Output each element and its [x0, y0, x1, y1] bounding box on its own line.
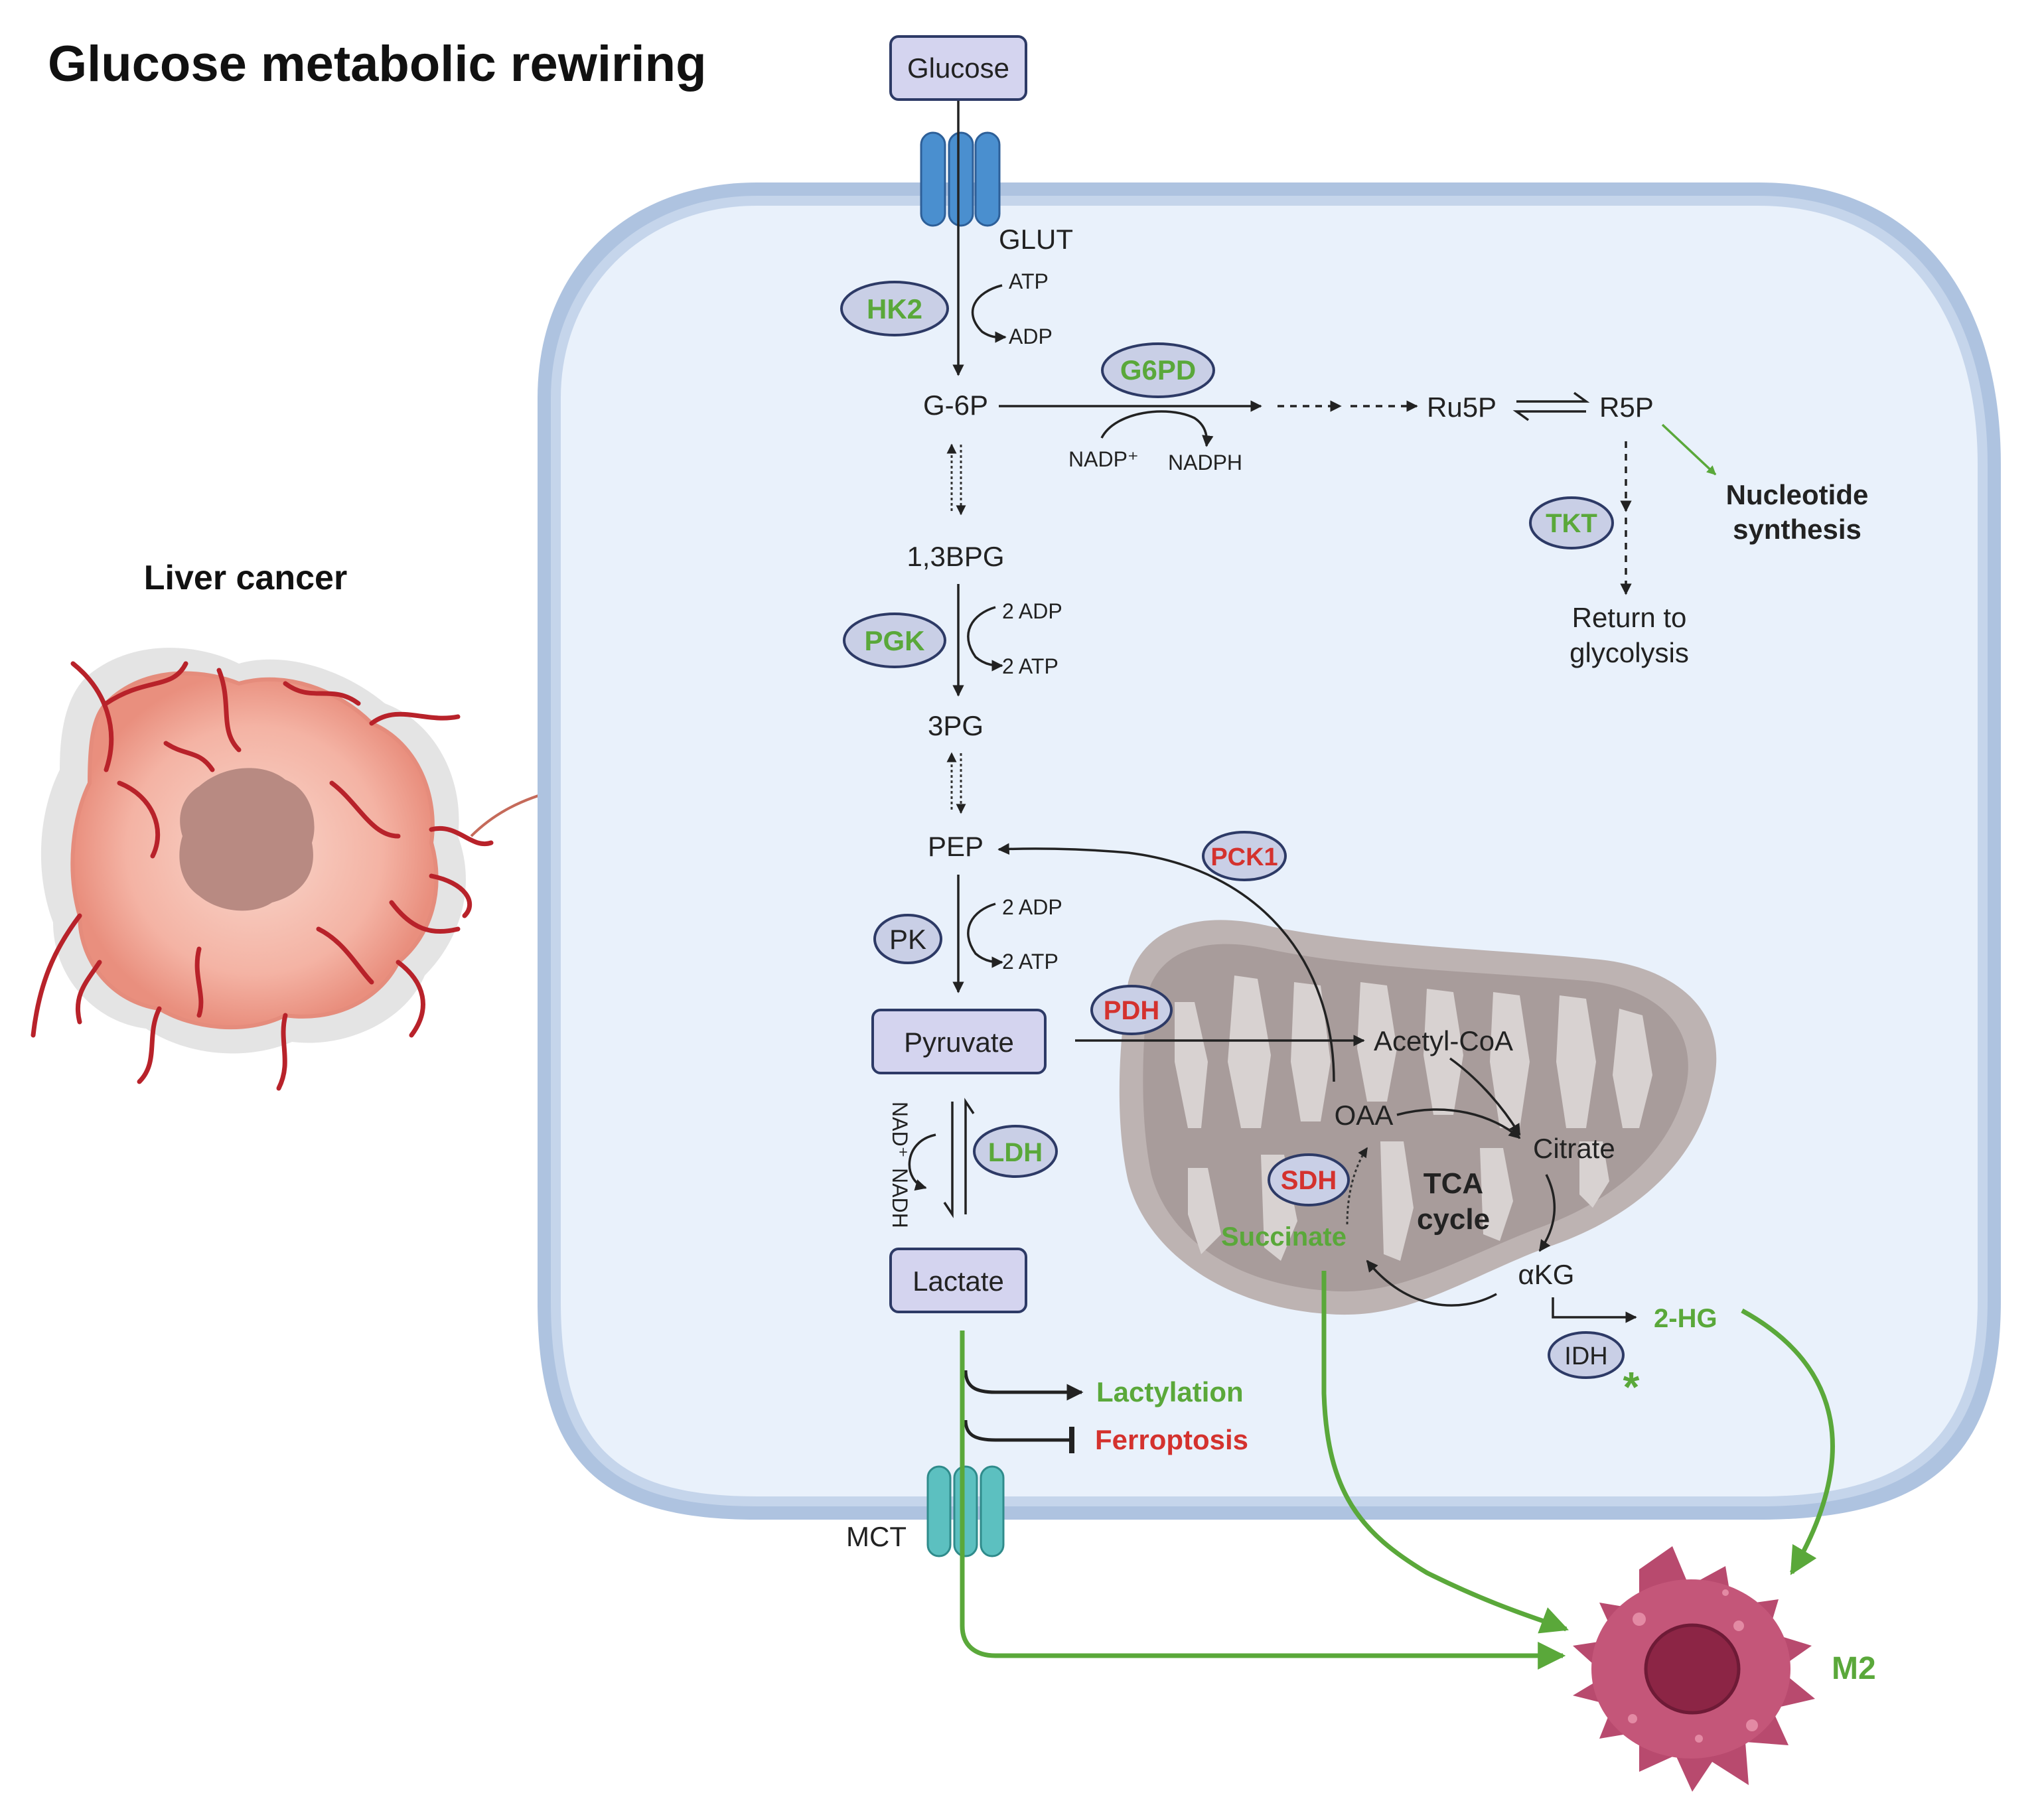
enzyme-pdh-label: PDH: [1104, 996, 1159, 1025]
succinate-to-m2-arrow: [1321, 1271, 1569, 1634]
g6pd-nadp-curve: [1100, 410, 1214, 447]
enzyme-pdh: [1090, 985, 1173, 1035]
enzyme-ldh: [973, 1125, 1058, 1178]
metabolite-ru5p: Ru5P: [1427, 392, 1497, 423]
metabolite-pep: PEP: [928, 831, 984, 862]
g6p-bpg-dotted-arrows: [946, 443, 966, 516]
citrate-to-akg-arrow: [1538, 1174, 1556, 1252]
enzyme-tkt-label: TKT: [1546, 509, 1597, 538]
nad-label: NAD⁺: [888, 1102, 912, 1157]
lactate-box: [889, 1248, 1027, 1313]
enzyme-idh: [1548, 1331, 1625, 1379]
glut-label: GLUT: [999, 224, 1073, 255]
enzyme-pgk-label: PGK: [864, 625, 924, 656]
enzyme-pck1: [1202, 831, 1287, 881]
lactate-to-m2-arrow: [960, 1331, 1566, 1670]
ru5p-r5p-equilibrium: [1512, 392, 1590, 421]
liver-cancer-label: Liver cancer: [144, 559, 347, 597]
enzyme-hk2-label: HK2: [867, 293, 922, 325]
glucose-box: [889, 35, 1027, 101]
idh-mutation-mark: *: [1623, 1363, 1640, 1411]
enzyme-ldh-label: LDH: [988, 1138, 1043, 1167]
metabolite-r5p: R5P: [1599, 392, 1654, 423]
nucleotide-label-2: synthesis: [1733, 514, 1862, 545]
2hg-to-m2-arrow: [1741, 1308, 1835, 1575]
page-title: Glucose metabolic rewiring: [48, 36, 707, 92]
3pg-pep-dotted-arrows: [946, 752, 966, 814]
metabolite-akg: αKG: [1518, 1259, 1575, 1290]
enzyme-pck1-label: PCK1: [1210, 843, 1278, 871]
hk2-atp-adp-curve: [971, 284, 1007, 343]
metabolite-3pg: 3PG: [928, 710, 984, 741]
enzyme-sdh: [1268, 1153, 1350, 1206]
metabolite-g6p: G-6P: [923, 390, 988, 421]
tumor-illustration: [31, 648, 494, 1091]
pyruvate-box: [871, 1009, 1047, 1074]
metabolite-acetylcoa: Acetyl-CoA: [1374, 1025, 1513, 1056]
nadp-label: NADP⁺: [1068, 447, 1139, 471]
metabolite-2hg: 2-HG: [1654, 1304, 1717, 1333]
pgk-adp-atp-curve: [967, 606, 1003, 672]
m2-macrophage: [1573, 1546, 1815, 1792]
adp2-label-a: 2 ADP: [1002, 599, 1062, 623]
metabolite-pyruvate: Pyruvate: [904, 1027, 1014, 1058]
mct-label: MCT: [846, 1521, 907, 1552]
nucleotide-label-1: Nucleotide: [1726, 479, 1869, 510]
glut-transporter: [920, 131, 1001, 227]
return-label-2: glycolysis: [1570, 637, 1689, 668]
lactate-inhibits-ferroptosis: [964, 1419, 1074, 1453]
enzyme-idh-label: IDH: [1564, 1342, 1607, 1370]
ferroptosis-label: Ferroptosis: [1095, 1424, 1248, 1455]
enzyme-g6pd: [1101, 342, 1215, 398]
lactate-to-lactylation-arrow: [964, 1370, 1084, 1401]
metabolite-citrate: Citrate: [1533, 1133, 1615, 1164]
glucose-label: Glucose: [907, 52, 1009, 84]
enzyme-pk-label: PK: [889, 924, 926, 955]
adp-label: ADP: [1009, 325, 1053, 348]
enzyme-pgk: [843, 613, 946, 668]
enzyme-pk: [873, 914, 942, 964]
adp2-label-b: 2 ADP: [1002, 895, 1062, 919]
r5p-to-nucleotide-arrow: [1661, 423, 1717, 476]
mitochondrion: [1119, 920, 1717, 1315]
lactylation-label: Lactylation: [1096, 1376, 1244, 1407]
pyruvate-lactate-equilibrium: [943, 1098, 975, 1218]
tca-label-2: cycle: [1417, 1203, 1490, 1236]
nadph-label: NADPH: [1168, 451, 1242, 474]
mct-transporter: [926, 1465, 1005, 1557]
enzyme-hk2: [840, 281, 949, 336]
enzyme-g6pd-label: G6PD: [1120, 354, 1196, 386]
oaa-to-pep-pck1-arrow: [997, 843, 1335, 1082]
akg-to-2hg-arrow: [1552, 1297, 1637, 1323]
metabolite-succinate: Succinate: [1221, 1222, 1347, 1252]
tca-label-1: TCA: [1424, 1167, 1483, 1200]
atp-label: ATP: [1009, 269, 1049, 293]
atp2-label-b: 2 ATP: [1002, 950, 1058, 974]
pk-adp-atp-curve: [967, 902, 1003, 968]
metabolite-bpg: 1,3BPG: [907, 541, 1004, 572]
oaa-to-citrate-arrow: [1396, 1108, 1521, 1139]
metabolite-oaa: OAA: [1335, 1100, 1394, 1131]
m2-label: M2: [1832, 1651, 1876, 1686]
enzyme-sdh-label: SDH: [1281, 1166, 1337, 1195]
atp2-label-a: 2 ATP: [1002, 654, 1058, 678]
return-label-1: Return to: [1572, 602, 1687, 633]
akg-to-succinate-arrow: [1366, 1260, 1497, 1307]
ldh-nad-nadh-curve: [908, 1133, 936, 1191]
acetylcoa-to-citrate-arrow: [1449, 1057, 1521, 1136]
enzyme-tkt: [1529, 496, 1614, 549]
nadh-label: NADH: [888, 1168, 912, 1228]
metabolite-lactate: Lactate: [913, 1265, 1004, 1297]
